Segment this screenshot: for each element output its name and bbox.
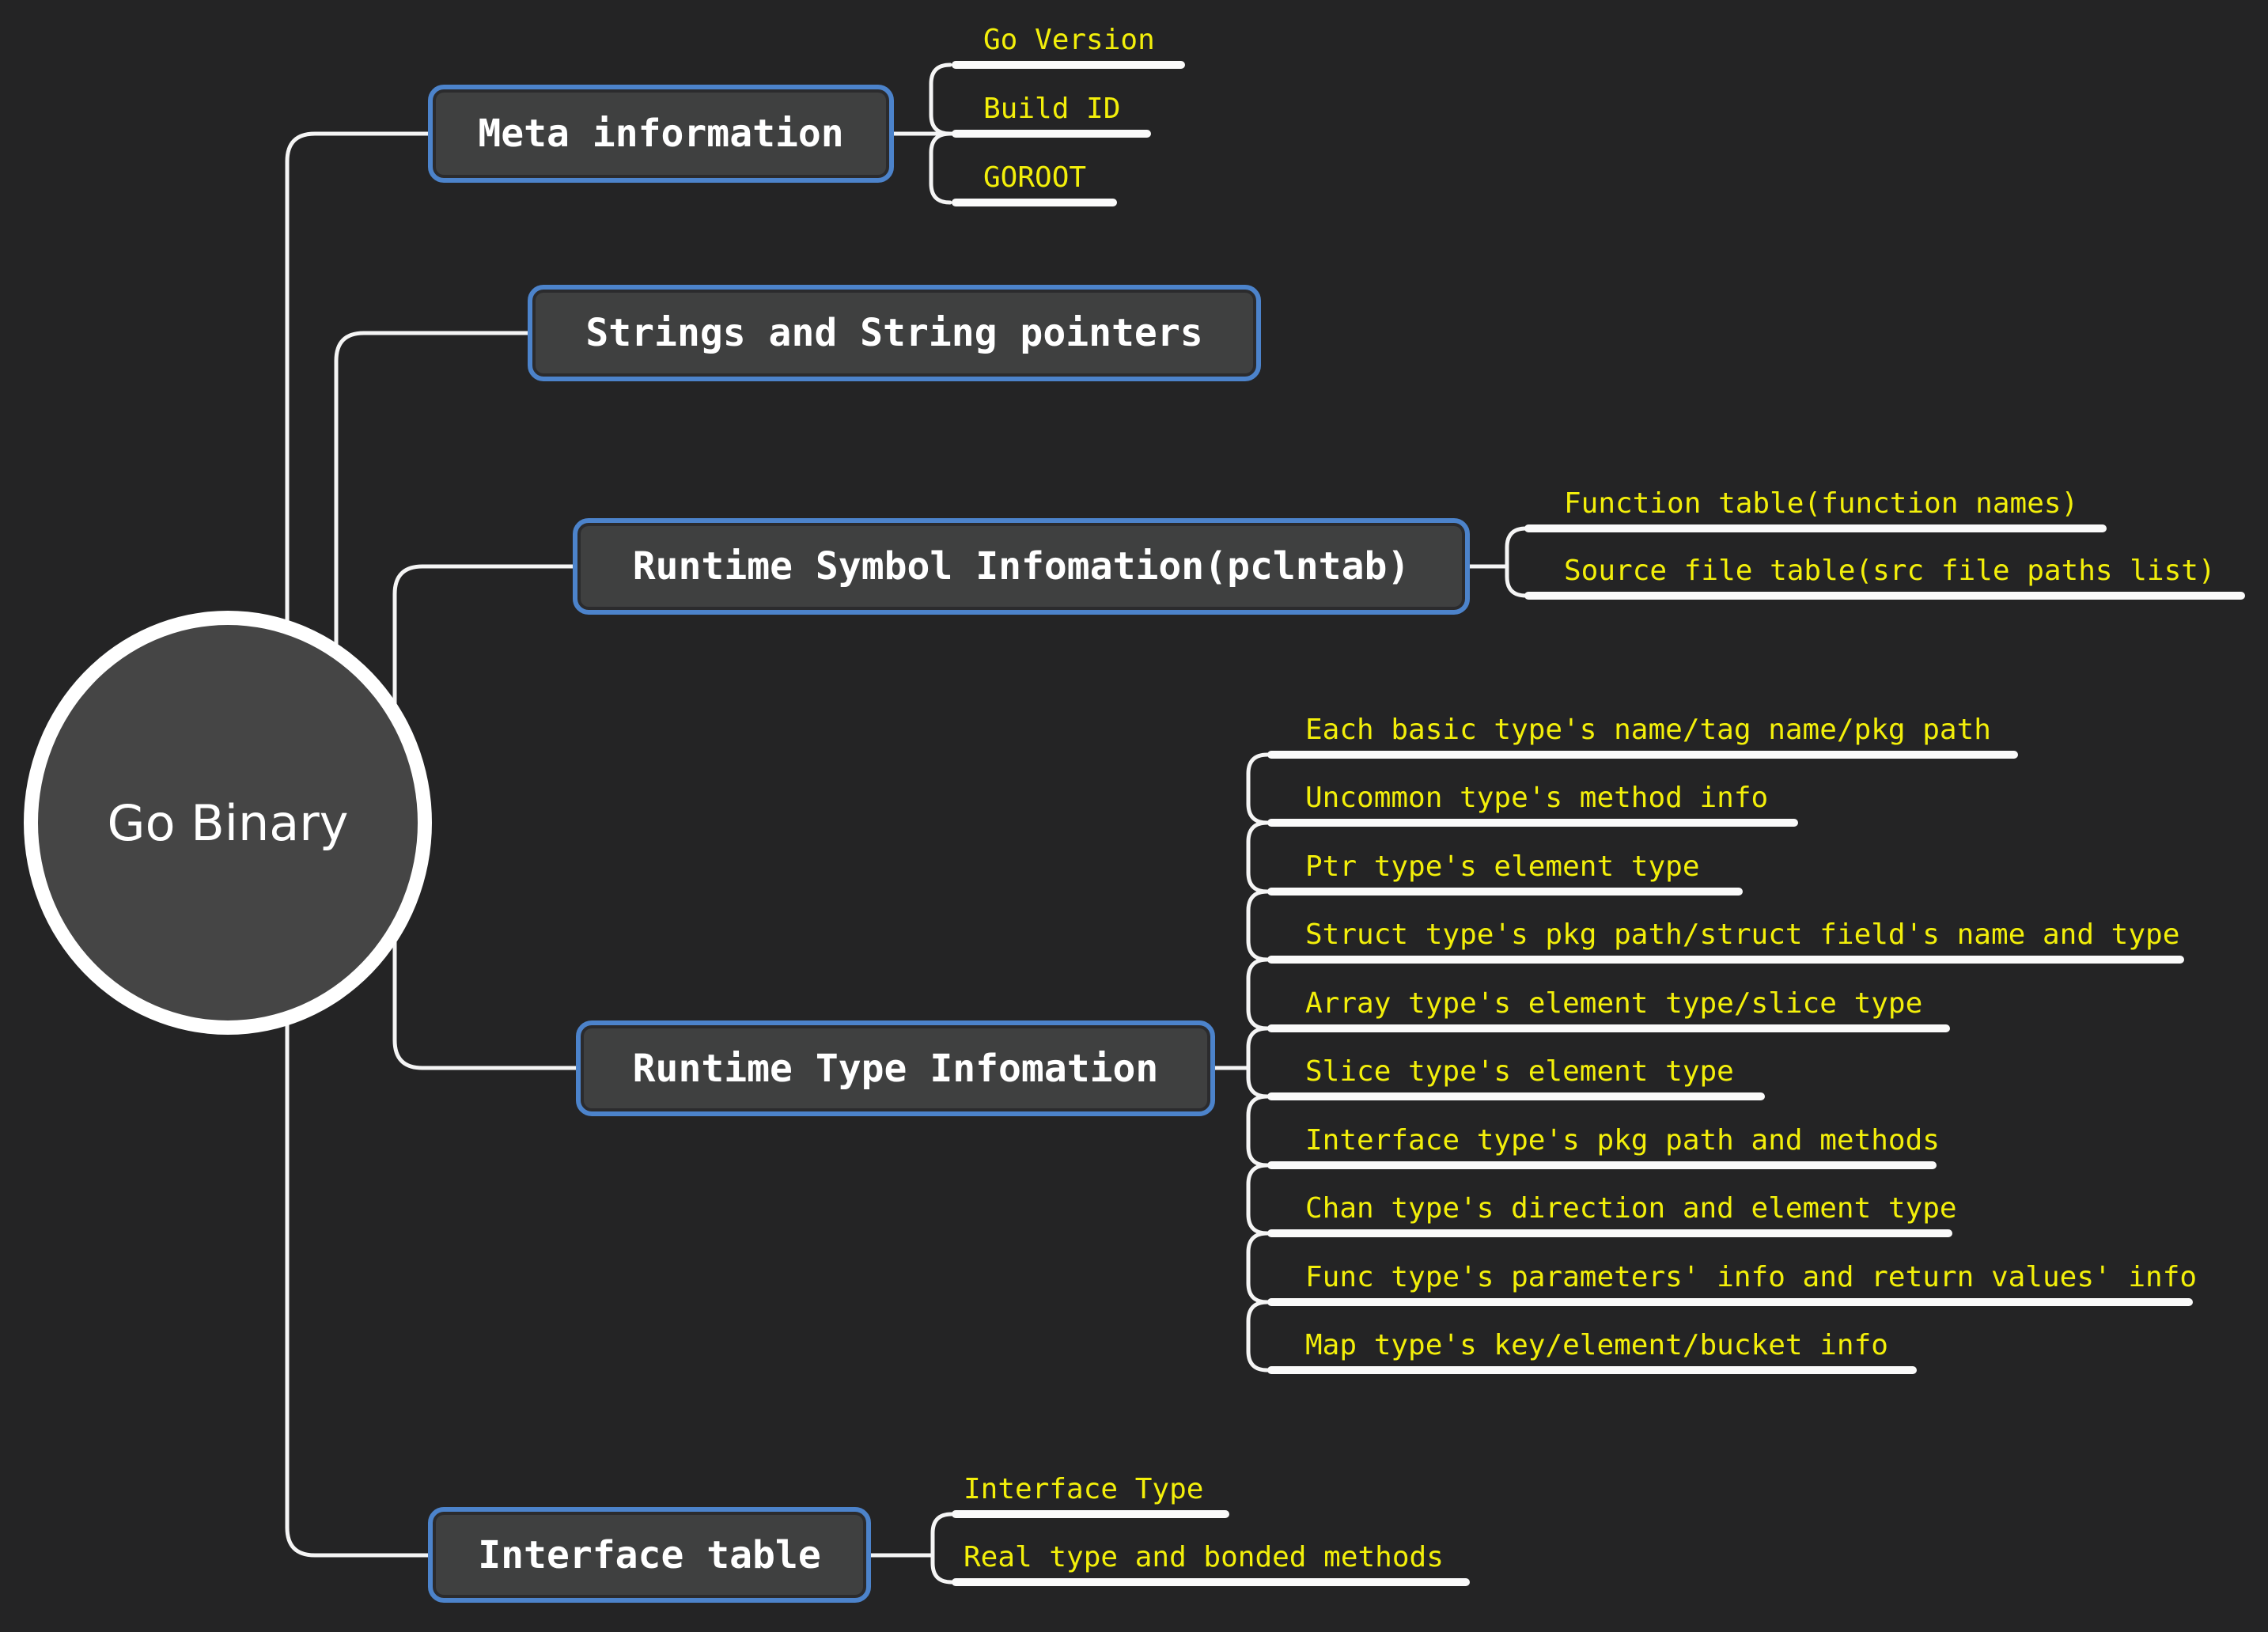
branch-node-label: Strings and String pointers xyxy=(585,311,1203,355)
connector-runtime-type-information-bracket-3 xyxy=(1246,957,1270,1031)
connector-root-to-strings-and-string-pointers xyxy=(334,331,530,825)
connector-root-to-meta-information xyxy=(285,131,430,825)
connector-runtime-type-information-bracket-5 xyxy=(1246,1094,1270,1168)
leaf-goroot[interactable]: GOROOT xyxy=(983,161,1087,194)
leaf-underline xyxy=(952,1510,1229,1518)
root-node-label: Go Binary xyxy=(107,793,349,852)
leaf-underline xyxy=(1267,1092,1765,1100)
leaf-underline xyxy=(1267,1024,1950,1032)
connector-root-to-interface-table xyxy=(285,820,430,1558)
leaf-func-type-s-parameters-info-and-return-values-info[interactable]: Func type's parameters' info and return … xyxy=(1305,1261,2198,1293)
connector-runtime-type-information-bracket-7 xyxy=(1246,1231,1270,1304)
leaf-underline xyxy=(1267,888,1743,896)
leaf-underline xyxy=(952,61,1185,69)
leaf-underline xyxy=(952,199,1117,206)
leaf-array-type-s-element-type-slice-type[interactable]: Array type's element type/slice type xyxy=(1305,987,1923,1020)
connector-runtime-type-information-bracket-1 xyxy=(1246,820,1270,894)
leaf-underline xyxy=(952,1578,1470,1586)
leaf-underline xyxy=(1524,592,2245,600)
leaf-underline xyxy=(1267,1161,1937,1169)
connector-interface-table-bracket-0 xyxy=(930,1512,954,1585)
branch-node-label: Runtime Symbol Infomation(pclntab) xyxy=(632,544,1410,589)
branch-node-label: Interface table xyxy=(478,1532,821,1577)
leaf-build-id[interactable]: Build ID xyxy=(983,93,1121,125)
branch-node-runtime-symbol-information[interactable]: Runtime Symbol Infomation(pclntab) xyxy=(573,518,1470,615)
connector-runtime-type-information-bracket-2 xyxy=(1246,889,1270,962)
leaf-each-basic-type-s-name-tag-name-pkg-path[interactable]: Each basic type's name/tag name/pkg path xyxy=(1305,714,1991,746)
connector-root-to-runtime-symbol-information xyxy=(392,564,575,825)
leaf-interface-type-s-pkg-path-and-methods[interactable]: Interface type's pkg path and methods xyxy=(1305,1124,1940,1157)
connector-runtime-type-information-bracket-0 xyxy=(1246,752,1270,825)
leaf-go-version[interactable]: Go Version xyxy=(983,24,1155,56)
connector-root-to-runtime-type-information xyxy=(392,820,578,1070)
branch-node-interface-table[interactable]: Interface table xyxy=(428,1507,871,1603)
leaf-underline xyxy=(1267,1298,2193,1306)
connector-runtime-type-information-bracket-4 xyxy=(1246,1026,1270,1099)
leaf-struct-type-s-pkg-path-struct-field-s-name-and-type[interactable]: Struct type's pkg path/struct field's na… xyxy=(1305,918,2180,951)
branch-node-label: Runtime Type Infomation xyxy=(632,1046,1159,1091)
leaf-underline xyxy=(1267,1229,1952,1237)
connector-runtime-type-information-bracket-6 xyxy=(1246,1163,1270,1236)
leaf-real-type-and-bonded-methods[interactable]: Real type and bonded methods xyxy=(964,1541,1444,1573)
leaf-underline xyxy=(1267,819,1798,827)
connector-runtime-symbol-information-bracket-0 xyxy=(1505,526,1528,598)
leaf-underline xyxy=(1267,1366,1917,1374)
leaf-underline xyxy=(1524,524,2107,532)
leaf-underline xyxy=(1267,751,2018,759)
branch-node-runtime-type-information[interactable]: Runtime Type Infomation xyxy=(576,1020,1215,1116)
branch-node-label: Meta information xyxy=(478,112,844,156)
leaf-map-type-s-key-element-bucket-info[interactable]: Map type's key/element/bucket info xyxy=(1305,1329,1888,1361)
leaf-ptr-type-s-element-type[interactable]: Ptr type's element type xyxy=(1305,850,1700,883)
leaf-underline xyxy=(1267,956,2184,964)
leaf-function-table-function-names[interactable]: Function table(function names) xyxy=(1564,487,2079,520)
leaf-chan-type-s-direction-and-element-type[interactable]: Chan type's direction and element type xyxy=(1305,1192,1957,1225)
leaf-underline xyxy=(952,130,1151,138)
connector-runtime-type-information-bracket-8 xyxy=(1246,1300,1270,1373)
connector-meta-information-bracket-0 xyxy=(929,62,952,136)
branch-node-strings-and-string-pointers[interactable]: Strings and String pointers xyxy=(528,285,1261,381)
root-node-go-binary[interactable]: Go Binary xyxy=(24,611,432,1035)
leaf-slice-type-s-element-type[interactable]: Slice type's element type xyxy=(1305,1055,1734,1088)
leaf-uncommon-type-s-method-info[interactable]: Uncommon type's method info xyxy=(1305,782,1769,814)
leaf-interface-type[interactable]: Interface Type xyxy=(964,1473,1204,1505)
connector-meta-information-bracket-1 xyxy=(929,131,952,205)
leaf-source-file-table-src-file-paths-list[interactable]: Source file table(src file paths list) xyxy=(1564,555,2216,587)
branch-node-meta-information[interactable]: Meta information xyxy=(428,85,894,183)
